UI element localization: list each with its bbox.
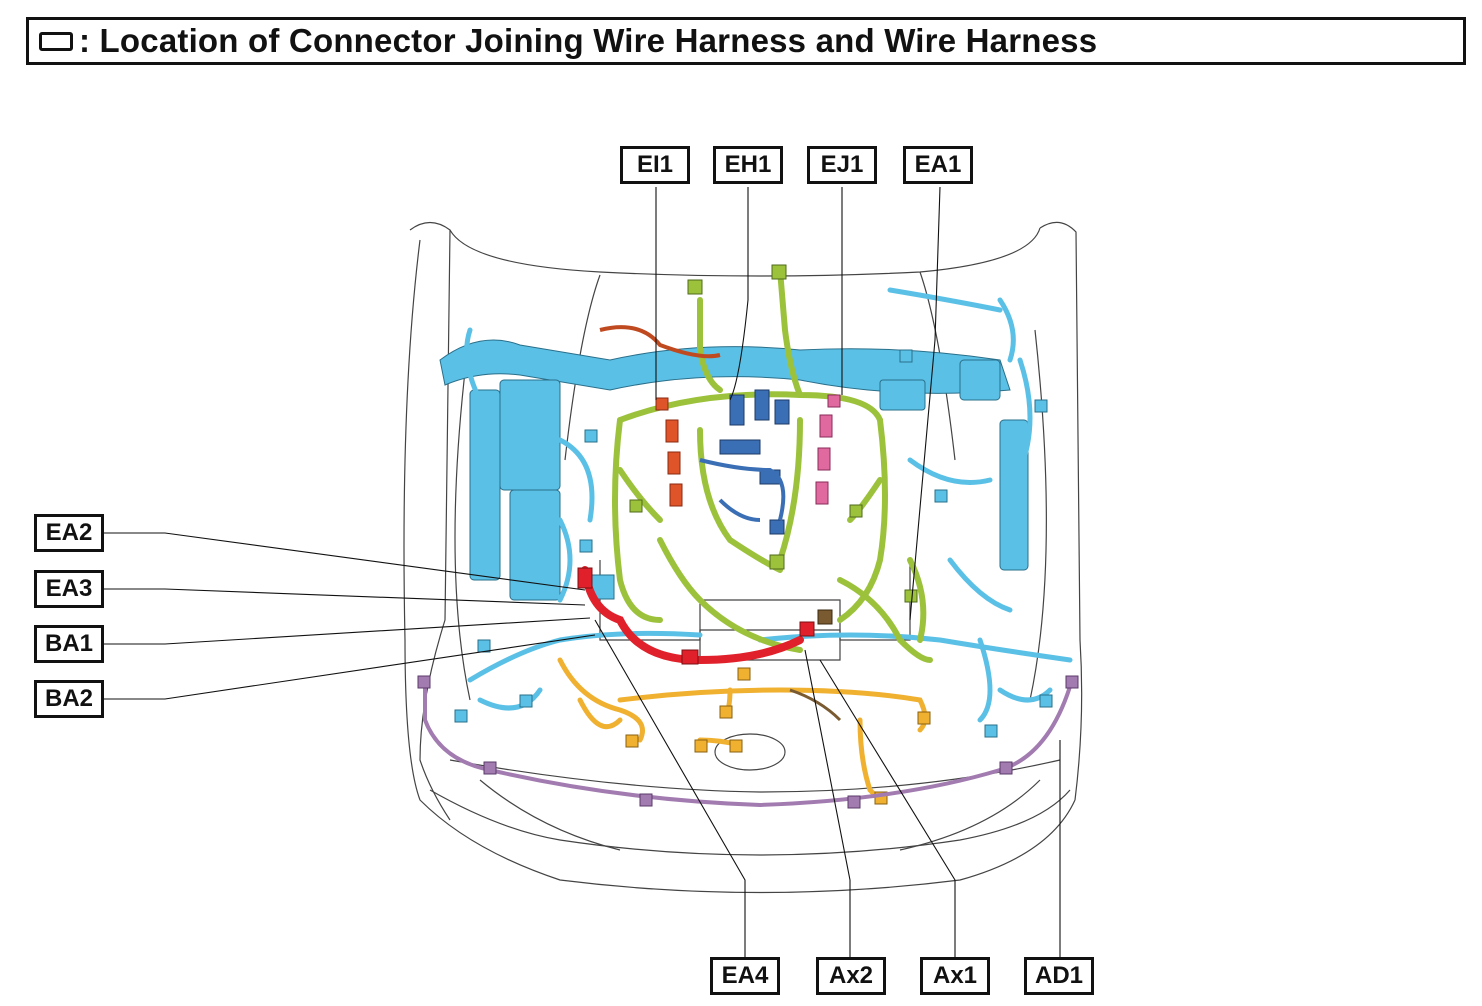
- connector-label-EA2: EA2: [34, 514, 104, 552]
- bumper-harness: [423, 678, 1074, 808]
- cooling-fan-harness: [557, 657, 928, 803]
- cooling-fan-connectors: [625, 667, 931, 805]
- connector-label-EA3: EA3: [34, 570, 104, 608]
- misc-connector: [817, 609, 833, 625]
- connector-label-Ax1: Ax1: [920, 957, 990, 995]
- connector-label-BA2: BA2: [34, 680, 104, 718]
- battery-cable: [581, 566, 804, 665]
- leader-Ax1: [819, 659, 956, 958]
- leader-EA1: [909, 186, 941, 621]
- connector-label-EI1: EI1: [620, 146, 690, 184]
- connector-label-EH1: EH1: [713, 146, 783, 184]
- connector-label-EA1: EA1: [903, 146, 973, 184]
- injector-left-wire: [599, 325, 721, 359]
- leader-Ax2: [804, 649, 851, 958]
- leader-EA3: [103, 588, 586, 606]
- engine-room-main-harness: [439, 339, 1029, 601]
- car-body-outline: [403, 221, 1083, 894]
- bumper-connectors: [417, 675, 1079, 809]
- engine-wire-harness: [612, 267, 933, 663]
- leader-lines: [103, 186, 1061, 958]
- center-connector-harness: [719, 389, 790, 535]
- leader-BA1: [103, 617, 591, 645]
- connector-label-EA4: EA4: [710, 957, 780, 995]
- connector-box-icon: [39, 31, 73, 51]
- title-banner: : Location of Connector Joining Wire Har…: [26, 17, 1466, 65]
- engine-wire-connectors: [629, 264, 918, 603]
- leader-BA2: [103, 634, 596, 700]
- page-title: : Location of Connector Joining Wire Har…: [79, 22, 1098, 59]
- leader-EA4: [594, 619, 746, 958]
- connector-label-BA1: BA1: [34, 625, 104, 663]
- injector-left-harness: [655, 397, 683, 507]
- leader-EH1: [729, 187, 749, 401]
- injector-right-harness: [815, 394, 841, 505]
- connector-label-AD1: AD1: [1024, 957, 1094, 995]
- connector-label-Ax2: Ax2: [816, 957, 886, 995]
- connector-label-EJ1: EJ1: [807, 146, 877, 184]
- leader-EA2: [103, 532, 586, 591]
